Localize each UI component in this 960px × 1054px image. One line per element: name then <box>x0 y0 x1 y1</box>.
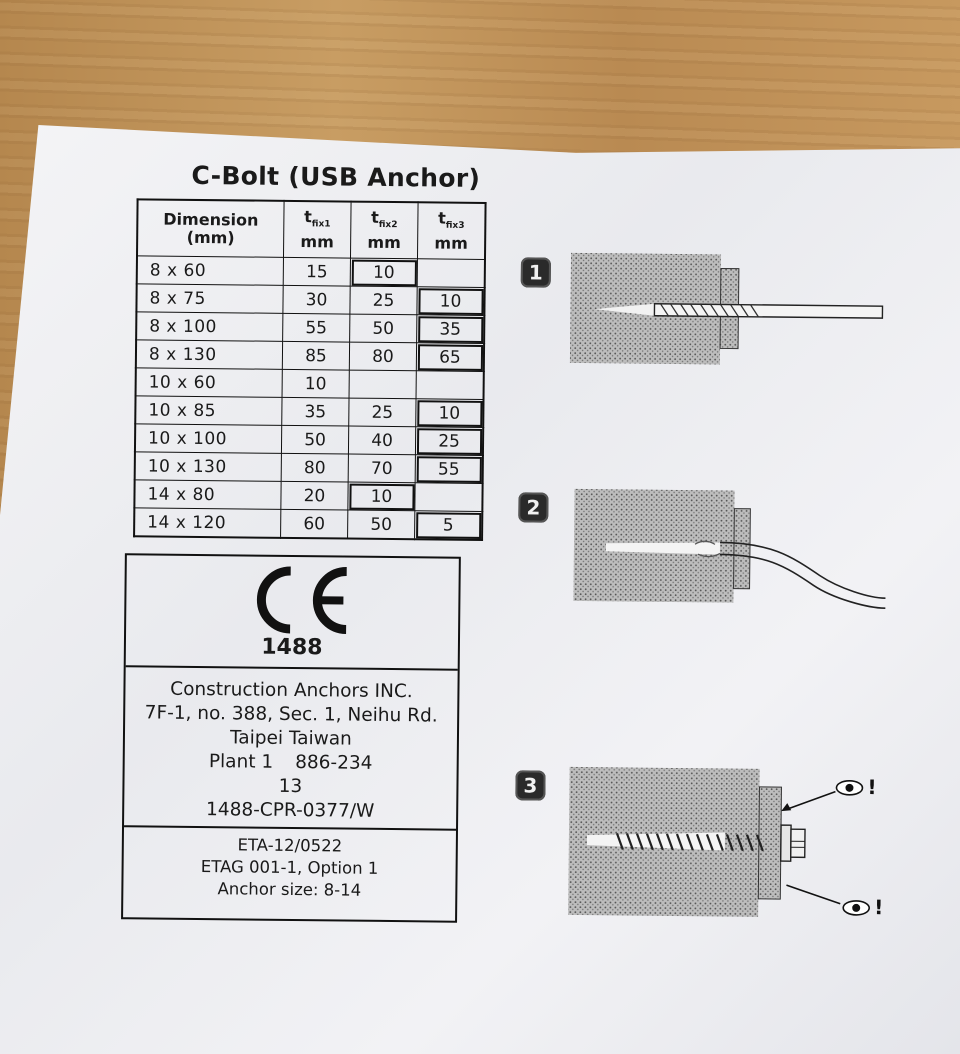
tfix3-cell: 10 <box>415 398 484 428</box>
tfix2-cell: 40 <box>348 426 416 455</box>
anchor-data-sheet: C-Bolt (USB Anchor) Dimension (mm) tfix1… <box>98 160 906 948</box>
attention-mark: ! <box>867 775 876 799</box>
tfix2-header: tfix2 mm <box>350 201 419 259</box>
dimension-cell: 10 x 100 <box>134 423 282 454</box>
attention-mark: ! <box>874 895 883 919</box>
tfix2-cell: 70 <box>348 454 416 483</box>
tfix2-cell: 25 <box>349 286 418 315</box>
tfix1-cell: 20 <box>280 481 349 511</box>
dimension-cell: 8 x 100 <box>136 311 283 342</box>
tfix3-cell <box>414 482 483 512</box>
tfix3-cell <box>416 370 484 400</box>
tfix1-cell: 85 <box>282 341 350 371</box>
manufacturer-name: Construction Anchors INC. <box>170 678 413 703</box>
dimension-cell: 14 x 80 <box>134 479 282 510</box>
ce-section: 1488 <box>125 555 459 671</box>
tfix1-cell: 55 <box>282 313 350 343</box>
tfix3-cell: 55 <box>415 454 483 484</box>
tfix1-cell: 35 <box>281 397 350 427</box>
tfix1-cell: 50 <box>281 425 349 455</box>
step-1-badge: 1 <box>520 257 552 288</box>
approval-section: ETA-12/0522 ETAG 001-1, Option 1 Anchor … <box>123 827 456 920</box>
dimension-cell: 14 x 120 <box>134 507 281 538</box>
dimension-cell: 8 x 130 <box>135 339 283 370</box>
tfix3-cell: 25 <box>415 426 484 456</box>
tfix2-cell <box>349 370 417 399</box>
sheet-title: C-Bolt (USB Anchor) <box>191 160 481 193</box>
tfix2-cell: 50 <box>349 314 417 343</box>
paper-sheet <box>0 125 960 1054</box>
dimension-cell: 8 x 75 <box>136 283 284 314</box>
tfix3-cell: 35 <box>416 314 485 344</box>
manufacturer-address: 7F-1, no. 388, Sec. 1, Neihu Rd. <box>144 702 438 727</box>
notified-body-number: 1488 <box>261 634 323 661</box>
year-code: 13 <box>278 775 303 798</box>
tfix1-cell: 30 <box>282 285 351 315</box>
dimension-cell: 10 x 60 <box>135 367 283 398</box>
manufacturer-city: Taipei Taiwan <box>229 727 352 750</box>
tfix3-cell <box>417 258 485 288</box>
tfix2-cell: 10 <box>347 482 416 511</box>
tfix2-cell: 25 <box>348 398 417 427</box>
tfix1-cell: 15 <box>283 257 351 287</box>
table-header-row: Dimension (mm) tfix1 mm tfix2 mm tfix3 m… <box>136 199 486 260</box>
step-2-badge: 2 <box>518 492 549 523</box>
ce-mark-icon <box>256 566 347 635</box>
tfix1-cell: 10 <box>282 369 350 399</box>
step-3-badge: 3 <box>515 770 546 801</box>
tfix3-cell: 5 <box>414 510 483 540</box>
certification-box: 1488 Construction Anchors INC. 7F-1, no.… <box>121 553 461 923</box>
dimension-cell: 8 x 60 <box>136 255 284 286</box>
dimension-header: Dimension (mm) <box>136 199 285 258</box>
tfix1-cell: 80 <box>281 453 349 483</box>
drill-icon <box>569 252 884 365</box>
dimension-cell: 10 x 130 <box>134 451 282 482</box>
dimension-cell: 10 x 85 <box>135 395 283 426</box>
screw-install-icon: ! ! <box>568 766 883 919</box>
tfix1-header: tfix1 mm <box>283 200 352 259</box>
tfix3-header: tfix3 mm <box>417 202 486 260</box>
anchor-size: Anchor size: 8-14 <box>217 879 362 900</box>
manufacturer-section: Construction Anchors INC. 7F-1, no. 388,… <box>124 667 458 831</box>
tfix3-cell: 10 <box>416 286 485 316</box>
blow-out-icon <box>573 488 886 609</box>
tfix2-cell: 10 <box>350 258 418 287</box>
certificate-number: 1488-CPR-0377/W <box>205 799 375 822</box>
tfix2-cell: 80 <box>349 342 417 371</box>
tfix2-cell: 50 <box>347 510 415 540</box>
tfix1-cell: 60 <box>280 509 348 539</box>
dimension-table: Dimension (mm) tfix1 mm tfix2 mm tfix3 m… <box>133 198 487 541</box>
tfix3-cell: 65 <box>416 342 485 372</box>
